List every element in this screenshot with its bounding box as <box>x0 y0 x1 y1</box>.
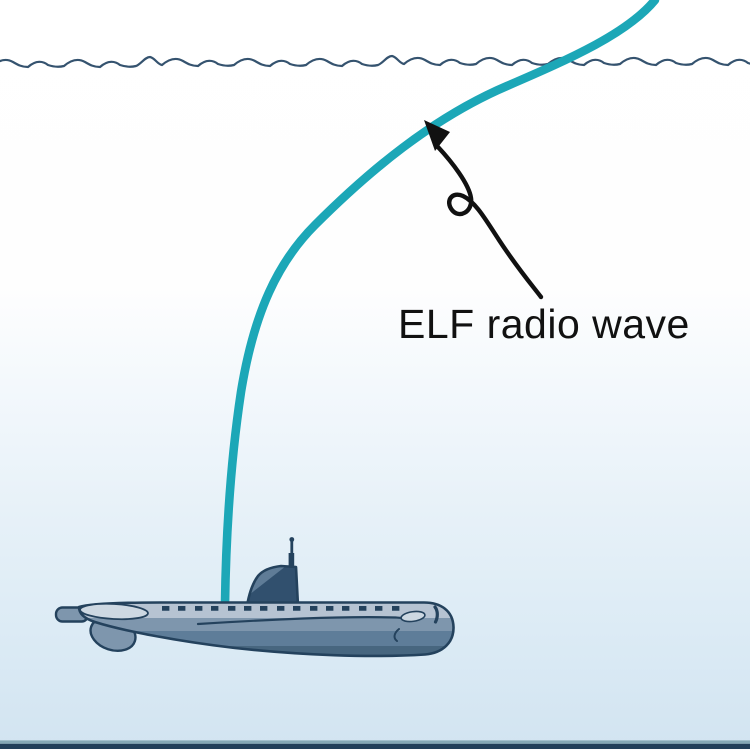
seafloor-border-navy-line <box>0 743 750 749</box>
seafloor-border-teal-line <box>0 740 750 744</box>
submarine-stern-dash <box>433 605 439 624</box>
submarine-periscope-mast <box>288 537 295 571</box>
submarine-sail-outline <box>245 564 300 608</box>
elf-radio-wave-curve <box>220 0 660 609</box>
annotation-arrow <box>424 120 544 300</box>
submarine-hull-outline <box>77 601 455 658</box>
water-surface-line <box>0 54 750 69</box>
seafloor-border <box>0 740 750 749</box>
submarine-hull-shadow <box>79 646 454 656</box>
submarine-bow-highlight <box>79 602 149 621</box>
submarine-hook-mark <box>393 628 400 642</box>
elf-radio-wave-label: ELF radio wave <box>398 301 690 347</box>
arrow-head-icon <box>424 120 450 151</box>
submarine-deck-holes <box>162 606 400 611</box>
submarine-illustration <box>54 537 455 658</box>
submarine-stern-highlight <box>400 610 426 623</box>
arrow-shaft <box>435 144 544 300</box>
